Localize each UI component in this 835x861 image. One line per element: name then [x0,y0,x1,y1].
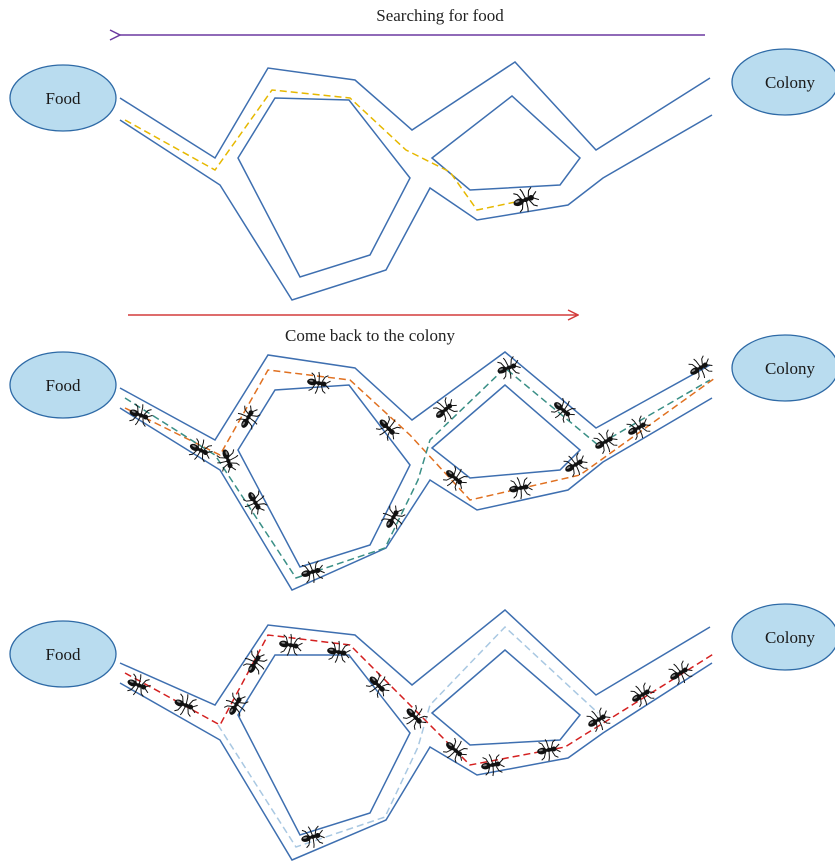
food-node: Food [9,64,117,132]
teal-trail [124,366,711,579]
colony-label: Colony [765,73,816,92]
ant [377,501,410,534]
path-network [119,61,713,301]
colony-label: Colony [765,359,816,378]
ant [506,474,535,502]
outer-wall-top [119,351,711,441]
food-node: Food [9,620,117,688]
ant [684,351,717,384]
food-label: Food [46,645,81,664]
outer-wall-top [119,609,711,706]
right-loop [430,384,582,479]
food-node: Food [9,351,117,419]
panel-caption: Come back to the colony [285,326,455,345]
left-loop [237,97,411,278]
outer-wall-top [119,61,711,160]
left-loop [237,384,411,568]
colony-label: Colony [765,628,816,647]
panel-searching: Searching for food Food Colony [9,6,835,301]
best-path-trail [124,634,716,766]
ant [622,411,655,444]
search-trail [124,89,526,211]
ant [371,411,405,445]
panel-returning: Come back to the colony Food Colony [9,315,835,591]
panel-caption: Searching for food [376,6,504,25]
ant [429,393,462,426]
ant [304,369,333,397]
path-network [119,609,713,861]
colony-node: Colony [731,48,835,116]
colony-node: Colony [731,603,835,671]
panel-converged: Food Colony [9,603,835,861]
path-network [119,351,713,591]
colony-node: Colony [731,334,835,402]
faded-trail [217,625,599,848]
food-label: Food [46,376,81,395]
ant [626,678,659,711]
food-label: Food [46,89,81,108]
right-loop [430,95,582,191]
orange-trail [124,369,716,501]
ant [239,646,272,679]
outer-wall-bottom [119,662,713,861]
ant-group [123,631,697,851]
outer-wall-bottom [119,114,713,301]
outer-wall-bottom [119,397,713,591]
left-loop [237,654,411,836]
ant [232,401,265,434]
right-loop [430,649,582,746]
